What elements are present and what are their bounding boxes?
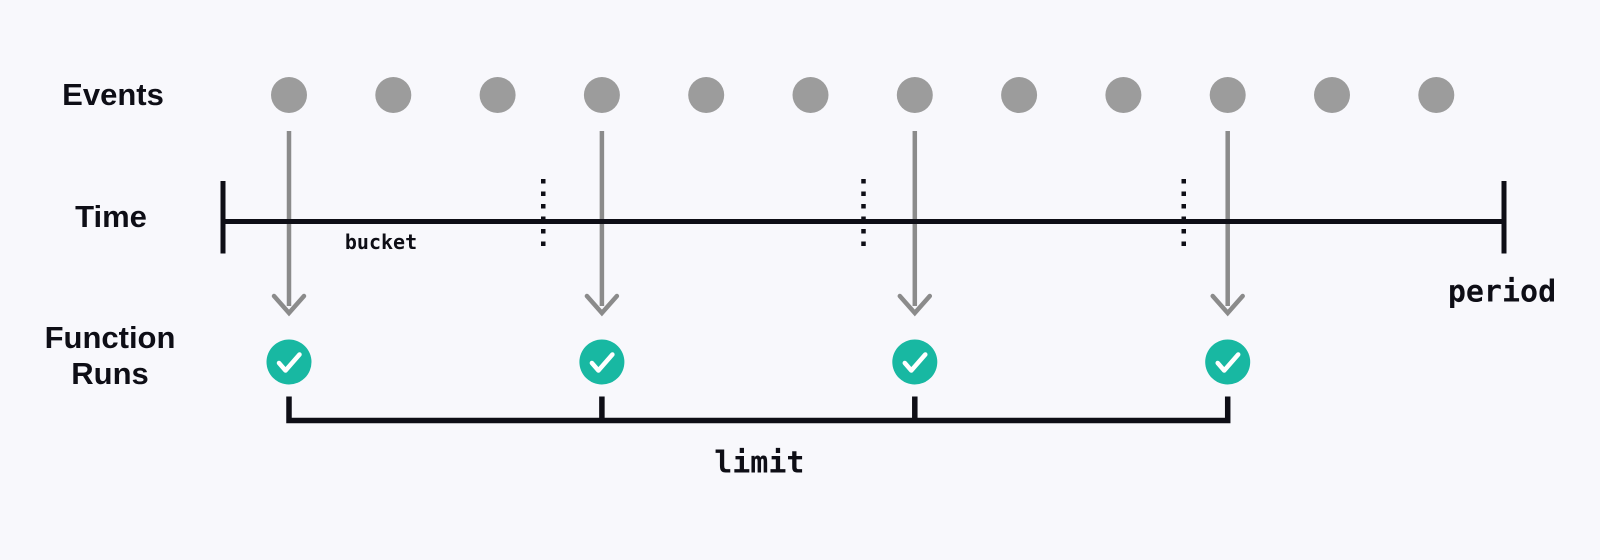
function-runs-row-label: Function Runs (44, 320, 176, 391)
event-dot (583, 77, 620, 113)
event-dot (1105, 77, 1142, 113)
events-row-label: Events (62, 77, 164, 112)
event-dot (1001, 77, 1038, 113)
event-to-run-arrow (584, 131, 620, 317)
function-run-markers (266, 339, 1251, 385)
check-icon (276, 352, 302, 373)
event-dot (792, 77, 829, 113)
event-dot (1418, 77, 1455, 113)
function-run-circle (892, 339, 938, 385)
arrow-head-icon (584, 293, 620, 317)
event-dots (271, 77, 1455, 113)
event-dot (1209, 77, 1246, 113)
check-icon (1215, 352, 1241, 373)
bucket-label: bucket (344, 230, 418, 254)
arrow-head-icon (897, 293, 933, 317)
arrow-head-icon (1210, 293, 1245, 317)
event-to-run-arrow (1210, 131, 1245, 317)
check-icon (902, 352, 928, 373)
limit-bracket (286, 396, 1231, 424)
event-dot (375, 77, 412, 113)
timeline (220, 179, 1507, 254)
function-run-marker (1205, 339, 1251, 385)
function-run-marker (266, 339, 312, 385)
event-to-run-arrow (897, 131, 933, 317)
arrow-head-icon (271, 293, 307, 317)
event-dot (688, 77, 725, 113)
function-run-circle (579, 339, 625, 385)
bucket-dividers (541, 179, 1186, 254)
function-run-marker (892, 339, 938, 385)
event-dot (896, 77, 933, 113)
time-row-label: Time (75, 199, 147, 234)
event-to-run-arrow (271, 131, 307, 317)
function-run-marker (579, 339, 625, 385)
limit-label: limit (714, 445, 805, 481)
function-run-circle (266, 339, 312, 385)
event-arrows (271, 131, 1245, 317)
event-dot (271, 77, 307, 113)
function-run-circle (1205, 339, 1251, 385)
event-dot (479, 77, 516, 113)
check-icon (589, 352, 615, 373)
period-label: period (1447, 274, 1557, 310)
event-dot (1314, 77, 1350, 113)
